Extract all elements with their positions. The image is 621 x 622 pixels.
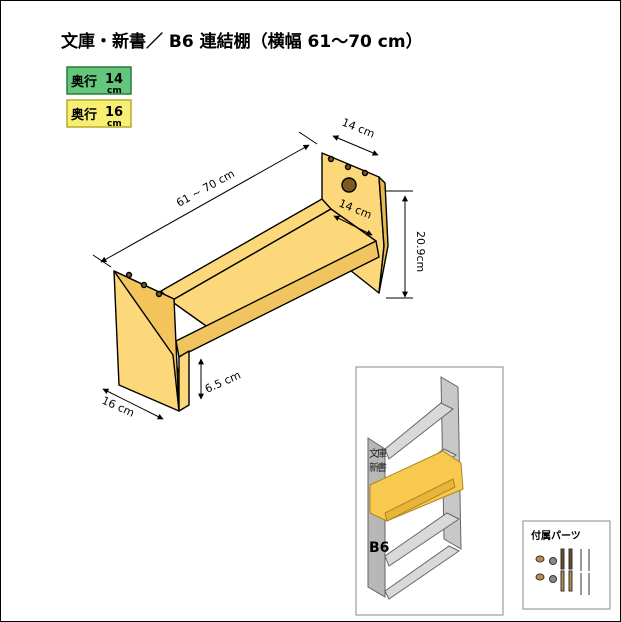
dimension-lines [92,131,413,420]
clearance-label: 6.5 cm [203,369,243,396]
highlighted-unit [369,450,464,522]
parts-title: 付属パーツ [531,529,581,542]
badge-label: 奥行 [71,107,97,123]
badge-label: 奥行 [71,74,97,90]
badge-unit: cm [107,86,122,96]
thumb-vertical-label: 書 [377,461,387,474]
width-dimension-line [100,144,310,263]
thumb-b6-label: B6 [369,540,389,556]
depth-top-dimension-line [332,135,379,156]
thumb-vertical-label: 新 [369,461,379,474]
parts-icons [535,548,590,595]
assembled-thumbnail: 文 庫 新 書 B6 [355,366,504,616]
thumb-vertical-label: 庫 [377,447,387,460]
page-title: 文庫・新書／ B6 連結棚（横幅 61〜70 cm） [61,31,423,52]
depth-bottom-label: 16 cm [100,394,137,420]
depth-bottom-dimension-line [102,388,164,420]
parts-box: 付属パーツ [522,520,611,610]
depth-badge-16: 奥行 16 cm [66,99,132,129]
depth-top-label: 14 cm [340,116,377,141]
height-label: 20.9cm [414,231,427,272]
shelf-illustration [113,152,389,412]
badge-number: 14 [105,72,123,87]
depth-badge-14: 奥行 14 cm [66,66,132,96]
badge-unit: cm [107,119,122,129]
shelf-front-edge [175,240,380,358]
depth-shelf-dimension-line [333,215,373,236]
badge-number: 16 [105,105,123,120]
thumb-vertical-label: 文 [369,447,379,460]
